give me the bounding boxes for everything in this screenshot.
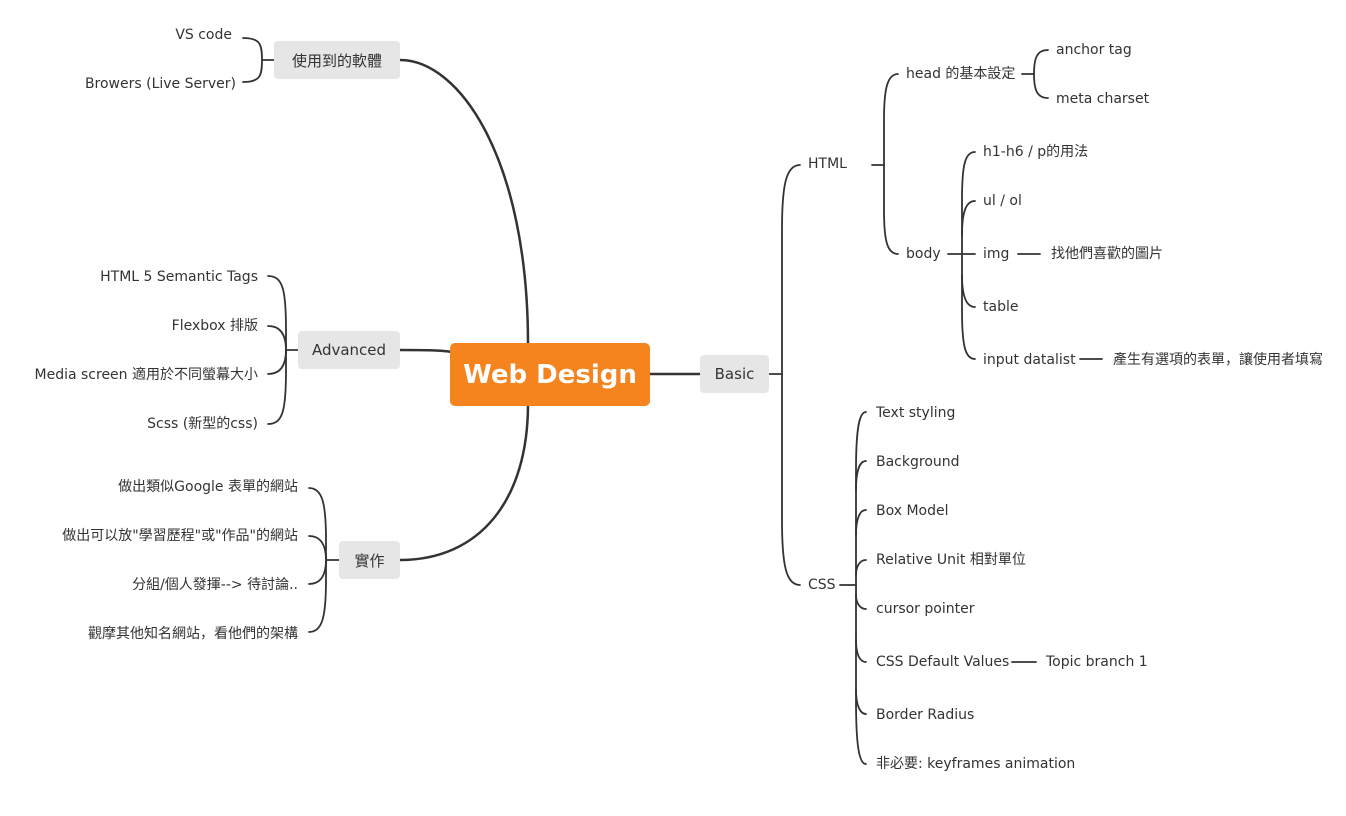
css-item[interactable]: Background — [876, 454, 960, 470]
body-item[interactable]: h1-h6 / p的用法 — [983, 144, 1089, 160]
css-item[interactable]: CSS Default Values — [876, 654, 1010, 670]
root-topic[interactable]: Web Design — [450, 343, 650, 406]
css-item[interactable]: Text styling — [876, 405, 956, 421]
topic-practice[interactable]: 實作 — [339, 541, 400, 579]
img-subtopic[interactable]: 找他們喜歡的圖片 — [1051, 246, 1163, 262]
html-body[interactable]: body — [906, 246, 941, 262]
software-item[interactable]: VS code — [175, 27, 232, 43]
css-item[interactable]: cursor pointer — [876, 601, 975, 617]
body-item[interactable]: img — [983, 246, 1010, 262]
advanced-item[interactable]: Flexbox 排版 — [171, 318, 258, 334]
css-item[interactable]: Border Radius — [876, 707, 975, 723]
html-head[interactable]: head 的基本設定 — [906, 66, 1016, 82]
practice-item[interactable]: 做出可以放"學習歷程"或"作品"的網站 — [62, 528, 298, 544]
body-item[interactable]: input datalist — [983, 352, 1076, 368]
advanced-item[interactable]: Media screen 適用於不同螢幕大小 — [34, 367, 259, 383]
advanced-item[interactable]: HTML 5 Semantic Tags — [100, 269, 258, 285]
topic-basic[interactable]: Basic — [700, 355, 769, 393]
css-item[interactable]: Box Model — [876, 503, 949, 519]
css-item[interactable]: Relative Unit 相對單位 — [876, 552, 1026, 568]
css-item[interactable]: 非必要: keyframes animation — [876, 756, 1076, 772]
head-item[interactable]: anchor tag — [1056, 42, 1132, 58]
practice-item[interactable]: 觀摩其他知名網站，看他們的架構 — [88, 626, 298, 642]
head-item[interactable]: meta charset — [1056, 91, 1150, 107]
practice-item[interactable]: 分組/個人發揮--> 待討論.. — [132, 577, 298, 593]
advanced-item[interactable]: Scss (新型的css) — [147, 416, 258, 432]
body-item[interactable]: table — [983, 299, 1019, 315]
software-item[interactable]: Browers (Live Server) — [84, 76, 236, 92]
subtopic-html[interactable]: HTML — [808, 156, 847, 172]
topic-software[interactable]: 使用到的軟體 — [274, 41, 400, 79]
body-item[interactable]: ul / ol — [983, 193, 1022, 209]
subtopic-css[interactable]: CSS — [808, 577, 836, 593]
default-values-subtopic[interactable]: Topic branch 1 — [1046, 654, 1148, 670]
topic-advanced[interactable]: Advanced — [298, 331, 400, 369]
practice-item[interactable]: 做出類似Google 表單的網站 — [118, 479, 298, 495]
datalist-subtopic[interactable]: 產生有選項的表單，讓使用者填寫 — [1113, 352, 1323, 368]
